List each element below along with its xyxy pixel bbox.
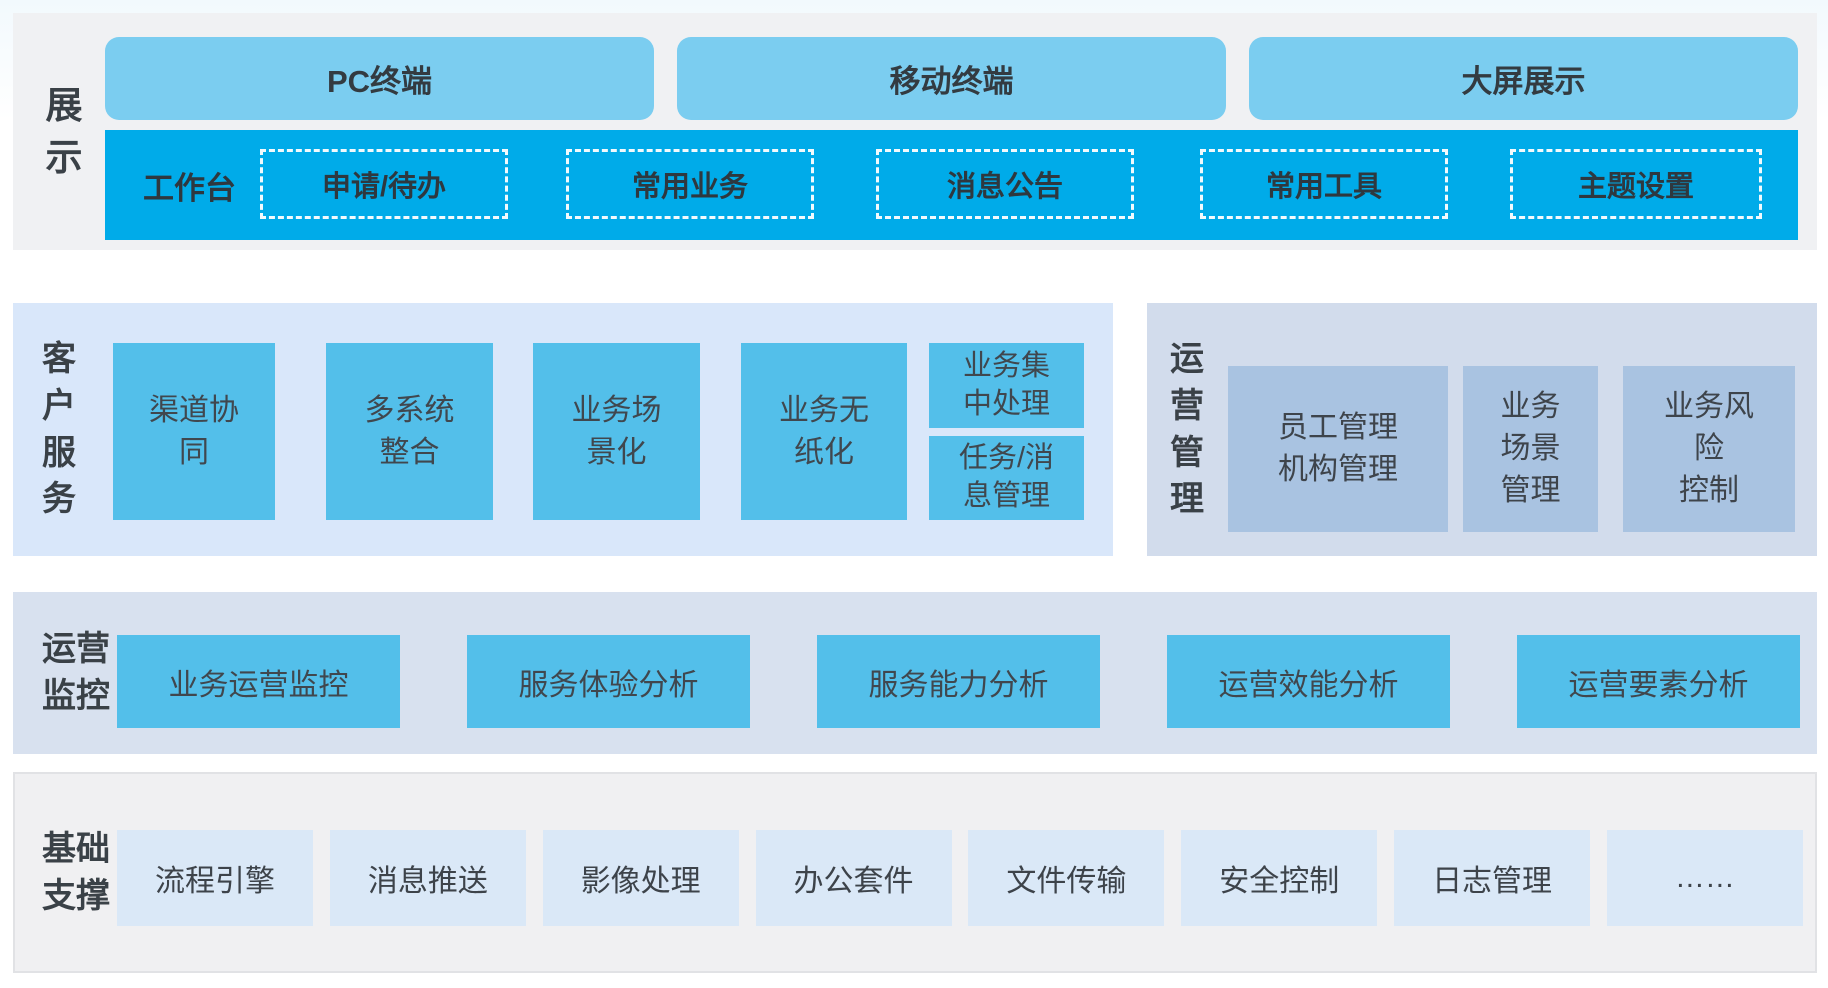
workbench-item-announcements: 消息公告: [876, 149, 1134, 219]
customer-service-band: 客 户 服 务 渠道协 同 多系统 整合 业务场 景化 业务无 纸化 业务集 中…: [13, 303, 1113, 556]
terminal-pc: PC终端: [105, 37, 654, 120]
box-office-suite: 办公套件: [755, 830, 952, 926]
box-process-engine: 流程引擎: [117, 830, 313, 926]
terminal-mobile: 移动终端: [677, 37, 1226, 120]
box-business-operation-monitor: 业务运营监控: [117, 635, 400, 728]
monitor-box-row: 业务运营监控 服务体验分析 服务能力分析 运营效能分析 运营要素分析: [117, 635, 1800, 728]
box-staff-org-mgmt: 员工管理 机构管理: [1228, 366, 1448, 532]
customer-service-label: 客 户 服 务: [42, 339, 76, 519]
box-channel-collaboration: 渠道协 同: [113, 343, 275, 520]
stacked-box-column: 业务集 中处理 任务/消 息管理: [929, 343, 1084, 520]
operation-monitor-label: 运营 监控: [42, 630, 110, 715]
workbench-item-theme-settings: 主题设置: [1510, 149, 1762, 219]
operation-monitor-band: 运营 监控 业务运营监控 服务体验分析 服务能力分析 运营效能分析 运营要素分析: [13, 592, 1817, 754]
box-paperless-business: 业务无 纸化: [741, 343, 907, 520]
box-centralized-processing: 业务集 中处理: [929, 343, 1084, 428]
foundation-box-row: 流程引擎 消息推送 影像处理 办公套件 文件传输 安全控制 日志管理 ……: [117, 830, 1803, 926]
box-image-processing: 影像处理: [542, 830, 739, 926]
display-layer-band: 展 示 PC终端 移动终端 大屏展示 工作台 申请/待办 常用业务 消息公告 常…: [13, 13, 1817, 250]
box-multi-system-integration: 多系统 整合: [326, 343, 493, 520]
box-service-experience-analysis: 服务体验分析: [467, 635, 750, 728]
box-service-capability-analysis: 服务能力分析: [817, 635, 1100, 728]
box-task-message-mgmt: 任务/消 息管理: [929, 436, 1084, 520]
workbench-item-common-tools: 常用工具: [1200, 149, 1448, 219]
box-business-scenario: 业务场 景化: [533, 343, 700, 520]
box-file-transfer: 文件传输: [968, 830, 1165, 926]
workbench-item-common-business: 常用业务: [566, 149, 814, 219]
display-layer-label: 展 示: [45, 85, 83, 178]
foundation-band: 基础 支撑 流程引擎 消息推送 影像处理 办公套件 文件传输 安全控制 日志管理…: [13, 772, 1817, 973]
terminal-row: PC终端 移动终端 大屏展示: [105, 37, 1798, 120]
box-business-scenario-mgmt: 业务 场景 管理: [1463, 366, 1598, 532]
operation-mgmt-band: 运 营 管 理 员工管理 机构管理 业务 场景 管理 业务风 险 控制: [1147, 303, 1817, 556]
box-log-mgmt: 日志管理: [1394, 830, 1591, 926]
box-message-push: 消息推送: [329, 830, 526, 926]
box-ellipsis-more: ……: [1606, 830, 1803, 926]
terminal-bigscreen: 大屏展示: [1249, 37, 1798, 120]
workbench-bar: 工作台 申请/待办 常用业务 消息公告 常用工具 主题设置: [105, 130, 1798, 240]
box-operation-efficiency-analysis: 运营效能分析: [1167, 635, 1450, 728]
box-operation-factor-analysis: 运营要素分析: [1517, 635, 1800, 728]
box-security-control: 安全控制: [1181, 830, 1378, 926]
workbench-label: 工作台: [143, 170, 236, 206]
box-business-risk-control: 业务风 险 控制: [1623, 366, 1795, 532]
foundation-label: 基础 支撑: [42, 829, 110, 915]
workbench-item-apply-todo: 申请/待办: [260, 149, 508, 219]
operation-mgmt-label: 运 营 管 理: [1170, 339, 1204, 519]
